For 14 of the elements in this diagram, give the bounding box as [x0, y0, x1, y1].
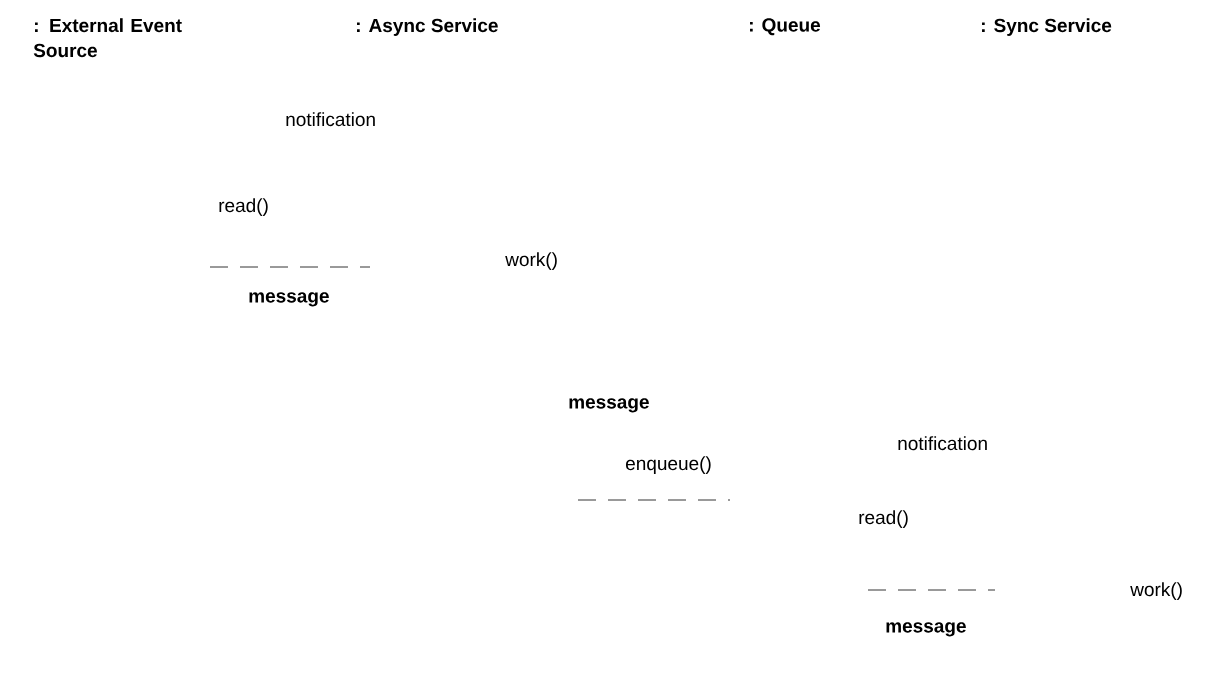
participant-label: : Async Service	[357, 18, 498, 36]
message-label: read()	[859, 510, 908, 528]
message-label: enqueue()	[626, 456, 711, 474]
message-label: message	[569, 398, 649, 413]
message-label: work()	[1130, 582, 1182, 600]
participant-label: : External Event Source	[33, 18, 182, 58]
participant-label: : Sync Service	[982, 18, 1112, 36]
message-label: message	[249, 292, 329, 307]
message-label: read()	[219, 198, 268, 216]
message-label: notification	[898, 436, 987, 451]
message-label: notification	[286, 112, 375, 127]
message-label: work()	[505, 252, 557, 270]
message-label: message	[886, 622, 966, 637]
participant-label: : Queue	[750, 18, 821, 36]
